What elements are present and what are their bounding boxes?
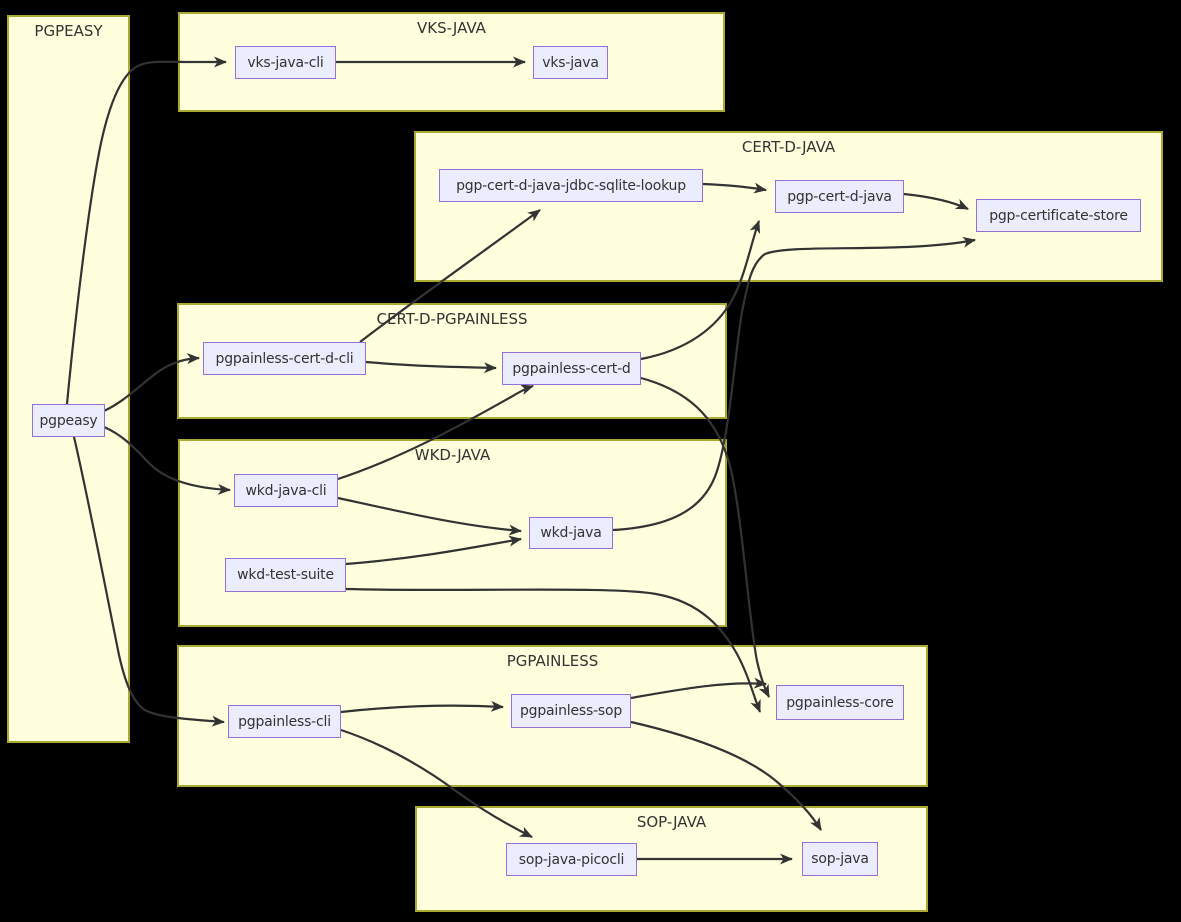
node-pgpeasy: pgpeasy [32, 404, 105, 437]
node-pgpainless-cli: pgpainless-cli [228, 705, 341, 738]
node-pgpainless-cert-d: pgpainless-cert-d [502, 352, 641, 385]
node-pgpainless-sop: pgpainless-sop [511, 694, 631, 728]
cluster-label-pgpainless-group: PGPAINLESS [506, 652, 599, 670]
node-wkd-test-suite: wkd-test-suite [225, 558, 346, 592]
node-pgp-cert-d-java: pgp-cert-d-java [775, 180, 904, 213]
node-pgpainless-cert-d-cli: pgpainless-cert-d-cli [203, 342, 366, 375]
cluster-label-sop-java-group: SOP-JAVA [636, 813, 707, 831]
node-pgpainless-core: pgpainless-core [776, 685, 904, 720]
node-wkd-java: wkd-java [529, 517, 613, 549]
cluster-label-pgpeasy-group: PGPEASY [34, 22, 103, 40]
cluster-label-cert-d-pgpainless-group: CERT-D-PGPAINLESS [376, 310, 528, 328]
node-vks-java-cli: vks-java-cli [235, 46, 336, 79]
node-pgp-certificate-store: pgp-certificate-store [976, 199, 1141, 232]
node-sop-java: sop-java [802, 842, 878, 876]
cluster-label-cert-d-java-group: CERT-D-JAVA [741, 138, 836, 156]
cluster-label-vks-java-group: VKS-JAVA [417, 19, 486, 37]
node-sop-java-picocli: sop-java-picocli [506, 843, 637, 876]
node-wkd-java-cli: wkd-java-cli [234, 474, 338, 507]
cluster-label-wkd-java-group: WKD-JAVA [414, 446, 491, 464]
node-pgp-cert-d-java-jdbc-sqlite-lookup: pgp-cert-d-java-jdbc-sqlite-lookup [439, 169, 703, 202]
node-vks-java: vks-java [533, 46, 608, 79]
cluster-wkd-java-group: WKD-JAVA [178, 439, 727, 627]
cluster-pgpeasy-group: PGPEASY [7, 15, 130, 743]
